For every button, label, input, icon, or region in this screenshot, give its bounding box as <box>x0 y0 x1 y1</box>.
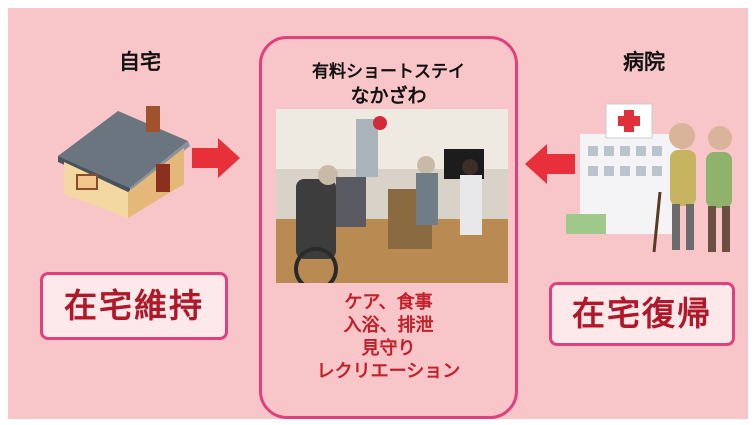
hospital-illustration <box>566 103 732 253</box>
short-stay-panel: 有料ショートステイ なかざわ ケア、食事 入浴、排泄 見守り レクリエーション <box>259 36 518 419</box>
photo-care-room <box>276 109 508 283</box>
house-illustration <box>58 106 190 218</box>
facility-name-title: なかざわ <box>350 85 427 107</box>
hospital-title: 病院 <box>623 50 665 74</box>
service-item-monitoring: 見守り <box>361 338 416 359</box>
home-title: 自宅 <box>119 50 161 74</box>
arrow-right-icon <box>192 138 240 178</box>
diagram-canvas: 自宅 在宅維持 有料ショートステイ なかざわ <box>8 8 748 419</box>
service-item-recreation: レクリエーション <box>316 361 461 382</box>
service-item-bath-toilet: 入浴、排泄 <box>343 315 434 336</box>
services-list: ケア、食事 入浴、排泄 見守り レクリエーション <box>262 291 515 383</box>
arrow-left-icon <box>525 144 575 184</box>
status-home-maintenance: 在宅維持 <box>40 272 228 340</box>
facility-type-title: 有料ショートステイ <box>312 62 465 82</box>
service-item-care-meal: ケア、食事 <box>344 292 433 313</box>
status-return-home: 在宅復帰 <box>549 282 735 346</box>
